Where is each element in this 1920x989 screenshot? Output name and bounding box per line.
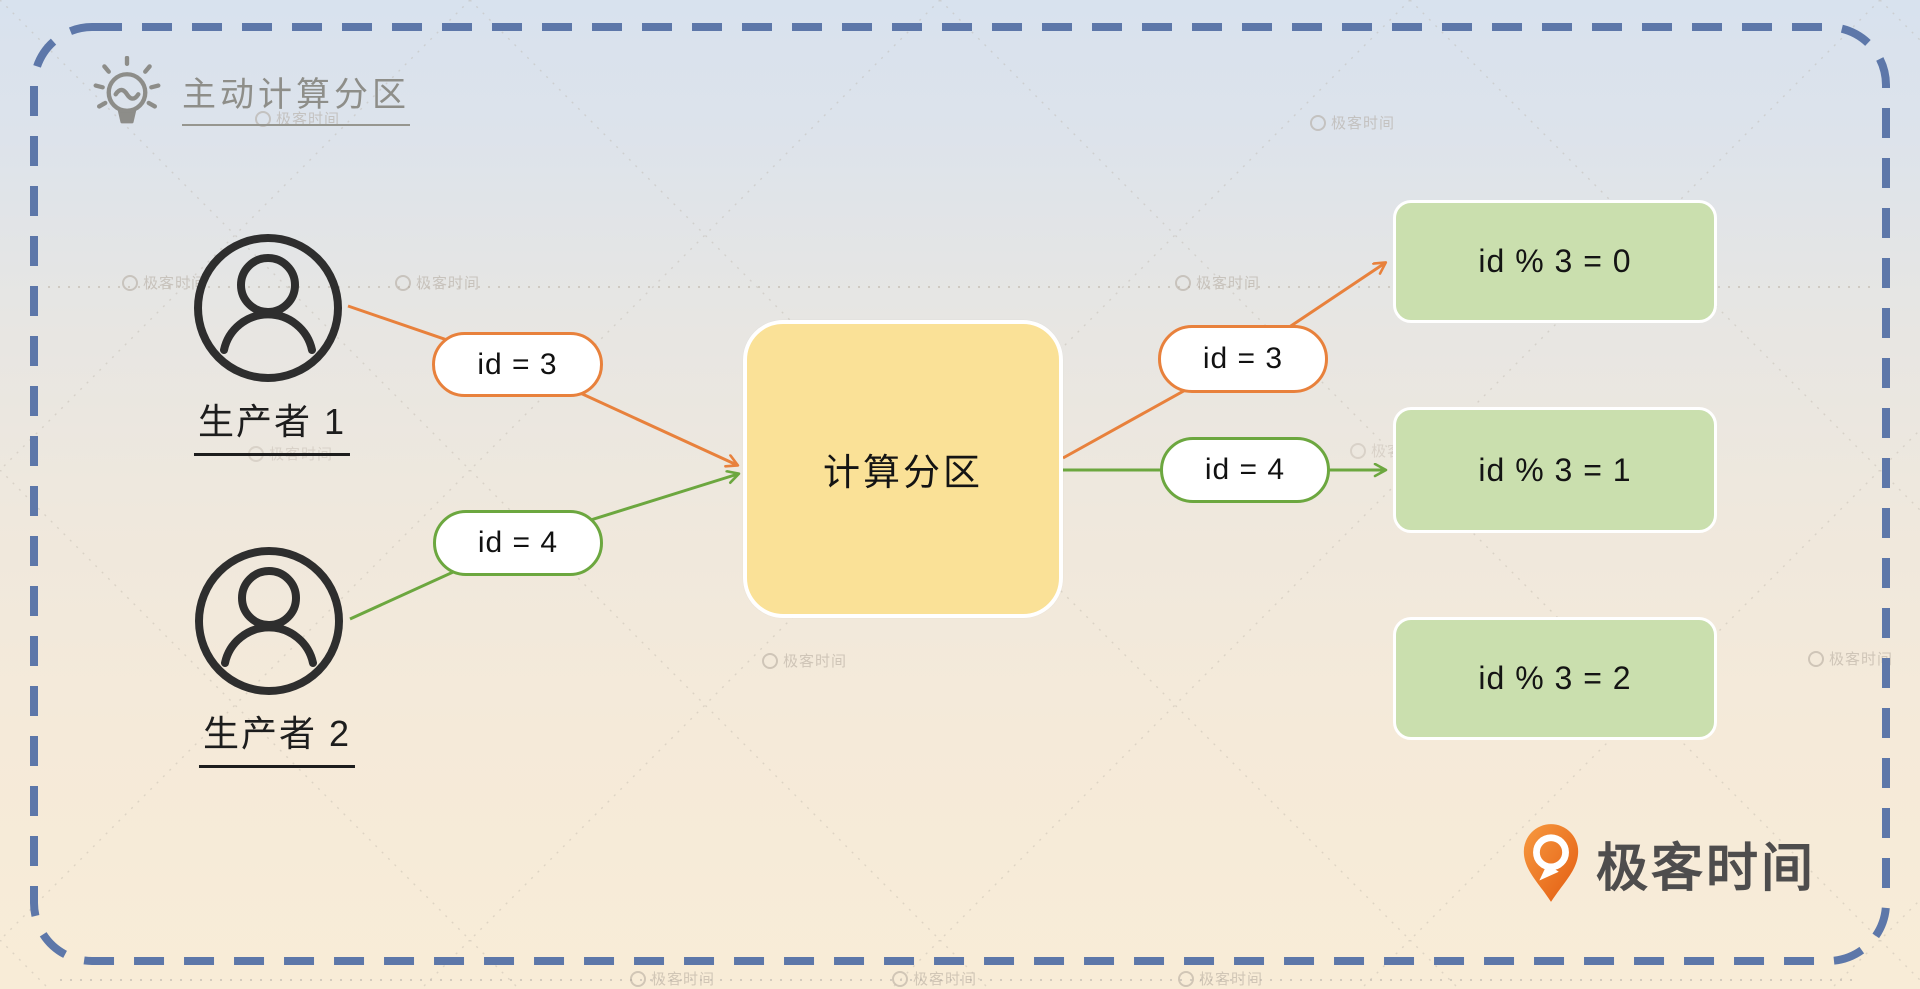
- watermark-logo-icon: [122, 274, 138, 291]
- watermark: 极客时间: [892, 968, 977, 989]
- edge-label-left-id4: id = 4: [433, 510, 603, 576]
- watermark-logo-icon: [1178, 970, 1194, 987]
- geektime-logo-icon: [1523, 824, 1579, 902]
- watermark: 极客时间: [1178, 968, 1263, 989]
- partition-box-1: id % 3 = 1: [1393, 407, 1717, 533]
- watermark: 极客时间: [1310, 112, 1395, 133]
- producer1-user-icon: [194, 234, 342, 382]
- edge-label-right-id4: id = 4: [1160, 437, 1330, 503]
- geektime-logo-text: 极客时间: [1596, 839, 1817, 898]
- watermark: 极客时间: [1808, 648, 1893, 669]
- watermark-logo-icon: [892, 970, 908, 987]
- producer1-label: 生产者 1: [193, 393, 351, 456]
- process-box-compute-partition: 计算分区: [743, 320, 1063, 618]
- partition-box-2: id % 3 = 2: [1393, 617, 1717, 740]
- edge-label-left-id3: id = 3: [432, 332, 603, 397]
- lightbulb-icon: [93, 56, 161, 124]
- watermark-logo-icon: [630, 970, 646, 987]
- watermark-logo-icon: [395, 274, 411, 291]
- watermark: 极客时间: [762, 650, 847, 671]
- watermark-logo-icon: [762, 652, 778, 669]
- diagram-title-block: 主动计算分区: [92, 56, 410, 136]
- watermark-logo-icon: [1175, 274, 1191, 291]
- watermark-logo-icon: [1350, 442, 1366, 459]
- producer2-label: 生产者 2: [198, 705, 356, 768]
- partition-box-0: id % 3 = 0: [1393, 200, 1717, 323]
- diagram-title: 主动计算分区: [182, 67, 410, 126]
- watermark-logo-icon: [1808, 650, 1824, 667]
- watermark: 极客时间: [1175, 272, 1260, 293]
- watermark: 极客时间: [630, 968, 715, 989]
- watermark: 极客时间: [395, 272, 480, 293]
- producer2-user-icon: [195, 547, 343, 695]
- geektime-logo: 极客时间: [1518, 820, 1816, 906]
- edge-label-right-id3: id = 3: [1158, 325, 1328, 393]
- watermark-logo-icon: [1310, 114, 1326, 131]
